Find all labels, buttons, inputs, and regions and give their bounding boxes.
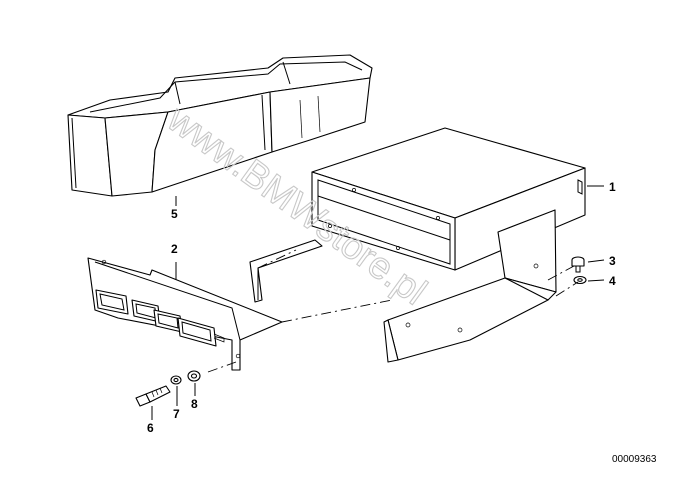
part-3-screw [571,256,585,273]
alignment-lines [207,249,579,373]
callout-2: 2 [171,242,178,256]
part-7-spring-washer [170,375,182,385]
part-5-foam-insert [67,54,373,197]
leader-lines [151,185,605,420]
part-8-nut [187,370,201,382]
document-number: 00009363 [612,454,657,465]
part-4-washer [573,275,587,285]
part-1-control-unit [311,127,586,271]
part-2-connector-plate [87,257,283,371]
callout-1: 1 [609,180,616,194]
callout-3: 3 [609,254,616,268]
part-6-bolt [135,385,171,407]
callout-6: 6 [147,421,154,435]
left-rail-bracket [249,239,323,303]
callout-5: 5 [171,207,178,221]
callout-4: 4 [609,274,616,288]
mounting-bracket [383,209,557,363]
callout-8: 8 [191,397,198,411]
callout-7: 7 [173,407,180,421]
